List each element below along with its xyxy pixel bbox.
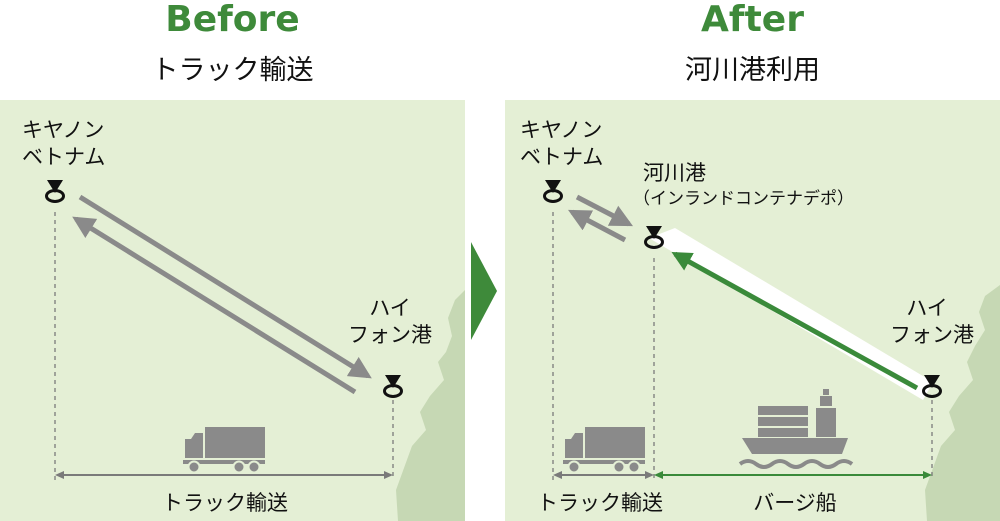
after-origin-label-2: ベトナム xyxy=(520,145,604,169)
before-port-label-2: フォン港 xyxy=(348,323,432,347)
before-map xyxy=(45,180,465,521)
before-origin-label-1: キヤノン xyxy=(22,118,105,142)
before-heading: Before xyxy=(165,0,300,40)
location-pin-icon xyxy=(644,226,664,249)
after-barge-measure-label: バージ船 xyxy=(753,491,837,515)
after-truck-measure-label: トラック輸送 xyxy=(537,491,663,515)
location-pin-icon xyxy=(543,180,563,203)
location-pin-icon xyxy=(922,375,942,398)
truck-icon xyxy=(183,427,265,474)
before-subtitle: トラック輸送 xyxy=(151,55,314,86)
truck-route-return xyxy=(568,209,627,243)
after-map xyxy=(543,180,1000,521)
before-measure-line xyxy=(55,471,393,479)
after-port-label-1: ハイ xyxy=(906,296,948,320)
before-panel: キヤノン ベトナム ハイ フォン港 トラック輸送 xyxy=(0,100,465,521)
barge-route xyxy=(671,251,919,391)
truck-route-return xyxy=(72,216,357,395)
location-pin-icon xyxy=(45,180,65,203)
before-measure-label: トラック輸送 xyxy=(162,491,288,515)
truck-route-outbound xyxy=(78,194,372,379)
coastline-shape xyxy=(396,290,465,521)
barge-measure-line xyxy=(654,471,932,479)
river-port-label-2: （インランドコンテナデポ） xyxy=(633,189,854,209)
river-port-label-1: 河川港 xyxy=(643,161,706,185)
coastline-shape xyxy=(925,285,1000,521)
cargo-ship-icon xyxy=(738,389,854,469)
truck-icon xyxy=(563,427,645,474)
before-origin-label-2: ベトナム xyxy=(22,145,106,169)
truck-measure-line xyxy=(553,471,654,479)
after-heading: After xyxy=(701,0,804,40)
truck-route-outbound xyxy=(575,194,633,227)
right-chevron-arrow-icon xyxy=(471,242,497,340)
location-pin-icon xyxy=(383,375,403,398)
before-port-label-1: ハイ xyxy=(369,296,411,320)
after-subtitle: 河川港利用 xyxy=(685,55,820,86)
after-port-label-2: フォン港 xyxy=(890,323,974,347)
after-panel: キヤノン ベトナム 河川港 （インランドコンテナデポ） ハイ フォン港 トラック… xyxy=(505,100,1000,521)
after-origin-label-1: キヤノン xyxy=(520,118,603,142)
